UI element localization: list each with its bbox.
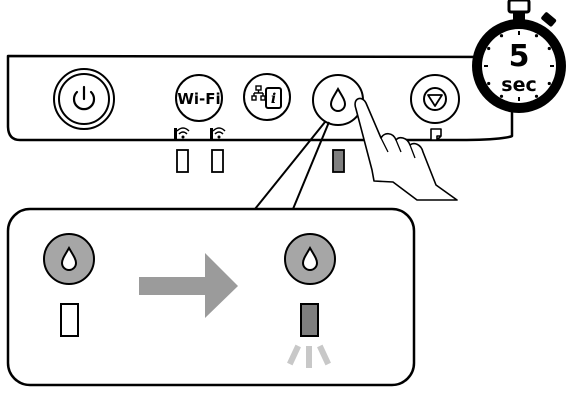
wifi-icon xyxy=(174,127,190,140)
wifi-button-label: Wi-Fi xyxy=(177,90,220,108)
hand-pointer-icon xyxy=(354,97,458,201)
before-ink-button xyxy=(43,233,95,285)
wifi-lamp xyxy=(176,149,189,173)
power-button[interactable] xyxy=(53,68,115,130)
wifi-direct-lamp xyxy=(211,149,224,173)
before-ink-lamp-off xyxy=(60,303,79,337)
ink-button[interactable] xyxy=(312,74,364,126)
network-status-button[interactable]: i xyxy=(243,73,291,121)
network-status-icon: i xyxy=(251,85,282,109)
ink-drop-icon xyxy=(60,245,78,271)
wifi-direct-icon xyxy=(210,127,226,140)
timer-value: 5 xyxy=(509,39,530,74)
stopwatch-icon xyxy=(472,0,566,113)
ink-drop-icon xyxy=(329,86,347,112)
svg-text:i: i xyxy=(271,91,276,107)
paper-icon xyxy=(430,128,442,141)
callout-line-left xyxy=(254,121,326,210)
power-icon xyxy=(72,85,96,111)
lamp-glow-rays xyxy=(287,344,331,368)
stop-icon xyxy=(423,87,447,111)
ink-lamp xyxy=(332,149,345,173)
wifi-button[interactable]: Wi-Fi xyxy=(175,74,223,122)
after-ink-lamp-on xyxy=(300,303,319,337)
ink-drop-icon xyxy=(301,245,319,271)
callout-line-right xyxy=(292,121,330,210)
right-arrow-icon xyxy=(139,253,238,318)
timer-unit: sec xyxy=(501,74,536,96)
after-ink-button xyxy=(284,233,336,285)
stop-button[interactable] xyxy=(410,74,460,124)
